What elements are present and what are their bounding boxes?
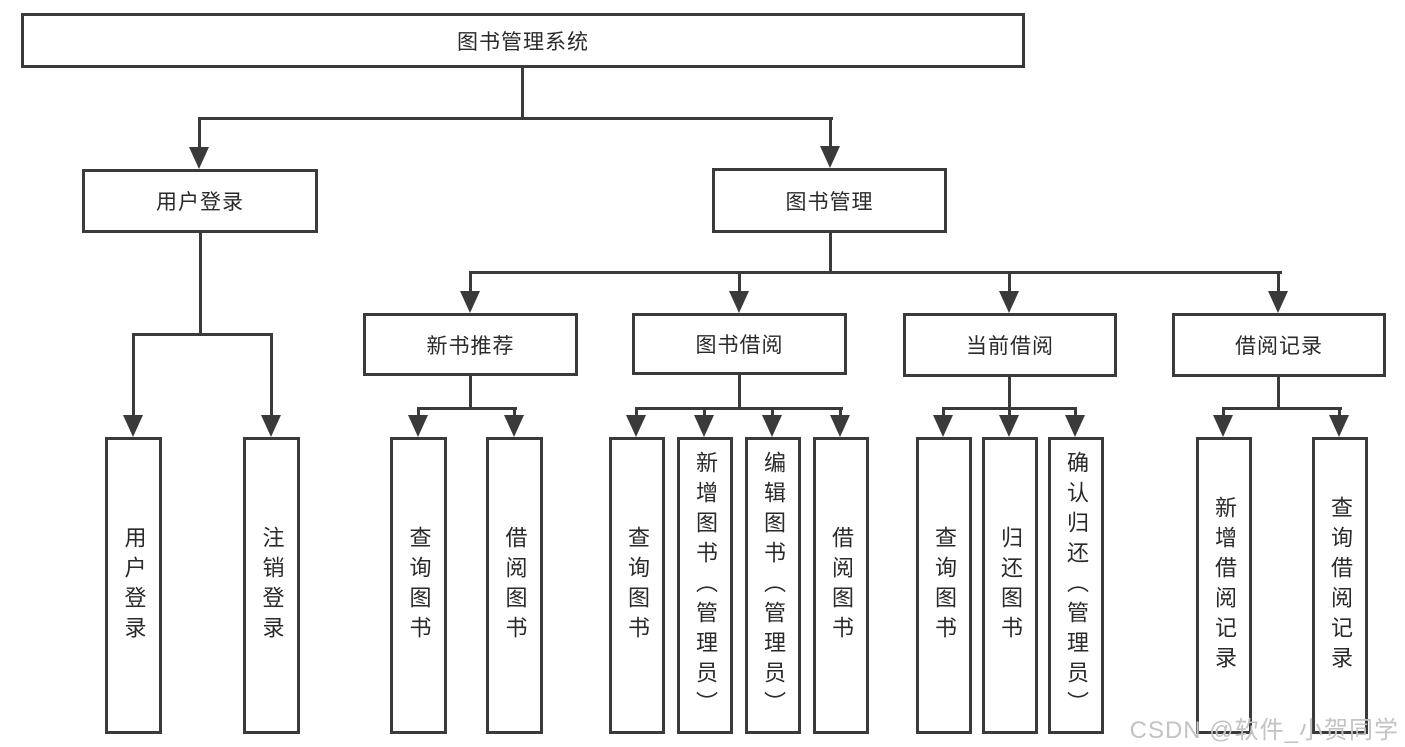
arrow-down-query2 bbox=[626, 415, 646, 437]
connector-bookmgmt-stem bbox=[829, 233, 832, 274]
arrow-down-return bbox=[999, 415, 1019, 437]
connector-branch-level3 bbox=[469, 271, 1282, 274]
connector-branch-borrowrecord bbox=[1222, 407, 1342, 410]
node-book-management: 图书管理 bbox=[712, 168, 947, 233]
connector-drop-query2 bbox=[635, 407, 638, 417]
leaf-return-book: 归还图书 bbox=[982, 437, 1038, 734]
leaf-add-book-admin: 新增图书（管理员） bbox=[677, 437, 733, 734]
connector-currentborrow-stem bbox=[1008, 377, 1011, 410]
arrow-down-leaf-logout bbox=[261, 415, 281, 437]
arrow-down-bookborrow bbox=[729, 291, 749, 313]
connector-drop-currentborrow bbox=[1008, 271, 1011, 292]
arrow-down-addbook bbox=[694, 415, 714, 437]
connector-bookborrow-stem bbox=[738, 375, 741, 410]
node-user-login: 用户登录 bbox=[82, 169, 318, 233]
connector-drop-borrow1 bbox=[513, 407, 516, 417]
leaf-user-login: 用户登录 bbox=[105, 437, 162, 734]
leaf-query-book-2: 查询图书 bbox=[609, 437, 665, 734]
connector-drop-borrowrecord bbox=[1277, 271, 1280, 292]
arrow-down-user-login bbox=[189, 147, 209, 169]
node-root-library-system: 图书管理系统 bbox=[21, 13, 1025, 68]
arrow-down-query1 bbox=[408, 415, 428, 437]
connector-drop-return bbox=[1008, 407, 1011, 417]
connector-root-stem bbox=[521, 68, 524, 119]
node-current-borrow: 当前借阅 bbox=[903, 313, 1117, 377]
connector-drop-newbook bbox=[469, 271, 472, 292]
connector-drop-leaf-logout bbox=[270, 333, 273, 416]
leaf-confirm-return-admin: 确认归还（管理员） bbox=[1048, 437, 1104, 734]
connector-borrowrecord-stem bbox=[1277, 377, 1280, 410]
arrow-down-newbook bbox=[460, 291, 480, 313]
connector-drop-confirmreturn bbox=[1074, 407, 1077, 417]
arrow-down-borrowrecord bbox=[1268, 291, 1288, 313]
connector-branch-bookborrow bbox=[635, 407, 843, 410]
leaf-edit-book-admin: 编辑图书（管理员） bbox=[745, 437, 801, 734]
connector-branch-level1 bbox=[198, 117, 833, 120]
connector-drop-addrecord bbox=[1222, 407, 1225, 417]
arrow-down-editbook bbox=[762, 415, 782, 437]
connector-branch-newbook bbox=[417, 407, 517, 410]
node-borrow-record: 借阅记录 bbox=[1172, 313, 1386, 377]
connector-userlogin-stem bbox=[199, 233, 202, 336]
arrow-down-query3 bbox=[933, 415, 953, 437]
arrow-down-borrow2 bbox=[830, 415, 850, 437]
connector-drop-query3 bbox=[942, 407, 945, 417]
connector-drop-addbook bbox=[703, 407, 706, 417]
connector-drop-bookborrow bbox=[738, 271, 741, 292]
connector-drop-editbook bbox=[771, 407, 774, 417]
csdn-watermark: CSDN @软件_小贺同学 bbox=[1129, 717, 1399, 744]
connector-drop-book-mgmt bbox=[829, 117, 832, 147]
leaf-query-borrow-record: 查询借阅记录 bbox=[1312, 437, 1368, 734]
leaf-borrow-book-2: 借阅图书 bbox=[813, 437, 869, 734]
connector-newbook-stem bbox=[469, 376, 472, 410]
leaf-logout: 注销登录 bbox=[243, 437, 300, 734]
arrow-down-addrecord bbox=[1213, 415, 1233, 437]
node-new-book-recommend: 新书推荐 bbox=[363, 313, 578, 376]
arrow-down-book-mgmt bbox=[820, 146, 840, 168]
leaf-query-book-3: 查询图书 bbox=[916, 437, 972, 734]
connector-drop-user-login bbox=[198, 117, 201, 148]
leaf-borrow-book-1: 借阅图书 bbox=[486, 437, 543, 734]
leaf-query-book-1: 查询图书 bbox=[390, 437, 447, 734]
arrow-down-queryrecord bbox=[1329, 415, 1349, 437]
arrow-down-confirmreturn bbox=[1065, 415, 1085, 437]
connector-drop-query1 bbox=[417, 407, 420, 417]
connector-drop-leaf-login bbox=[132, 333, 135, 416]
arrow-down-borrow1 bbox=[504, 415, 524, 437]
leaf-add-borrow-record: 新增借阅记录 bbox=[1196, 437, 1252, 734]
node-book-borrow: 图书借阅 bbox=[632, 313, 847, 375]
connector-drop-queryrecord bbox=[1338, 407, 1341, 417]
connector-branch-userlogin bbox=[132, 333, 273, 336]
arrow-down-leaf-login bbox=[123, 415, 143, 437]
connector-drop-borrow2 bbox=[839, 407, 842, 417]
arrow-down-currentborrow bbox=[999, 291, 1019, 313]
